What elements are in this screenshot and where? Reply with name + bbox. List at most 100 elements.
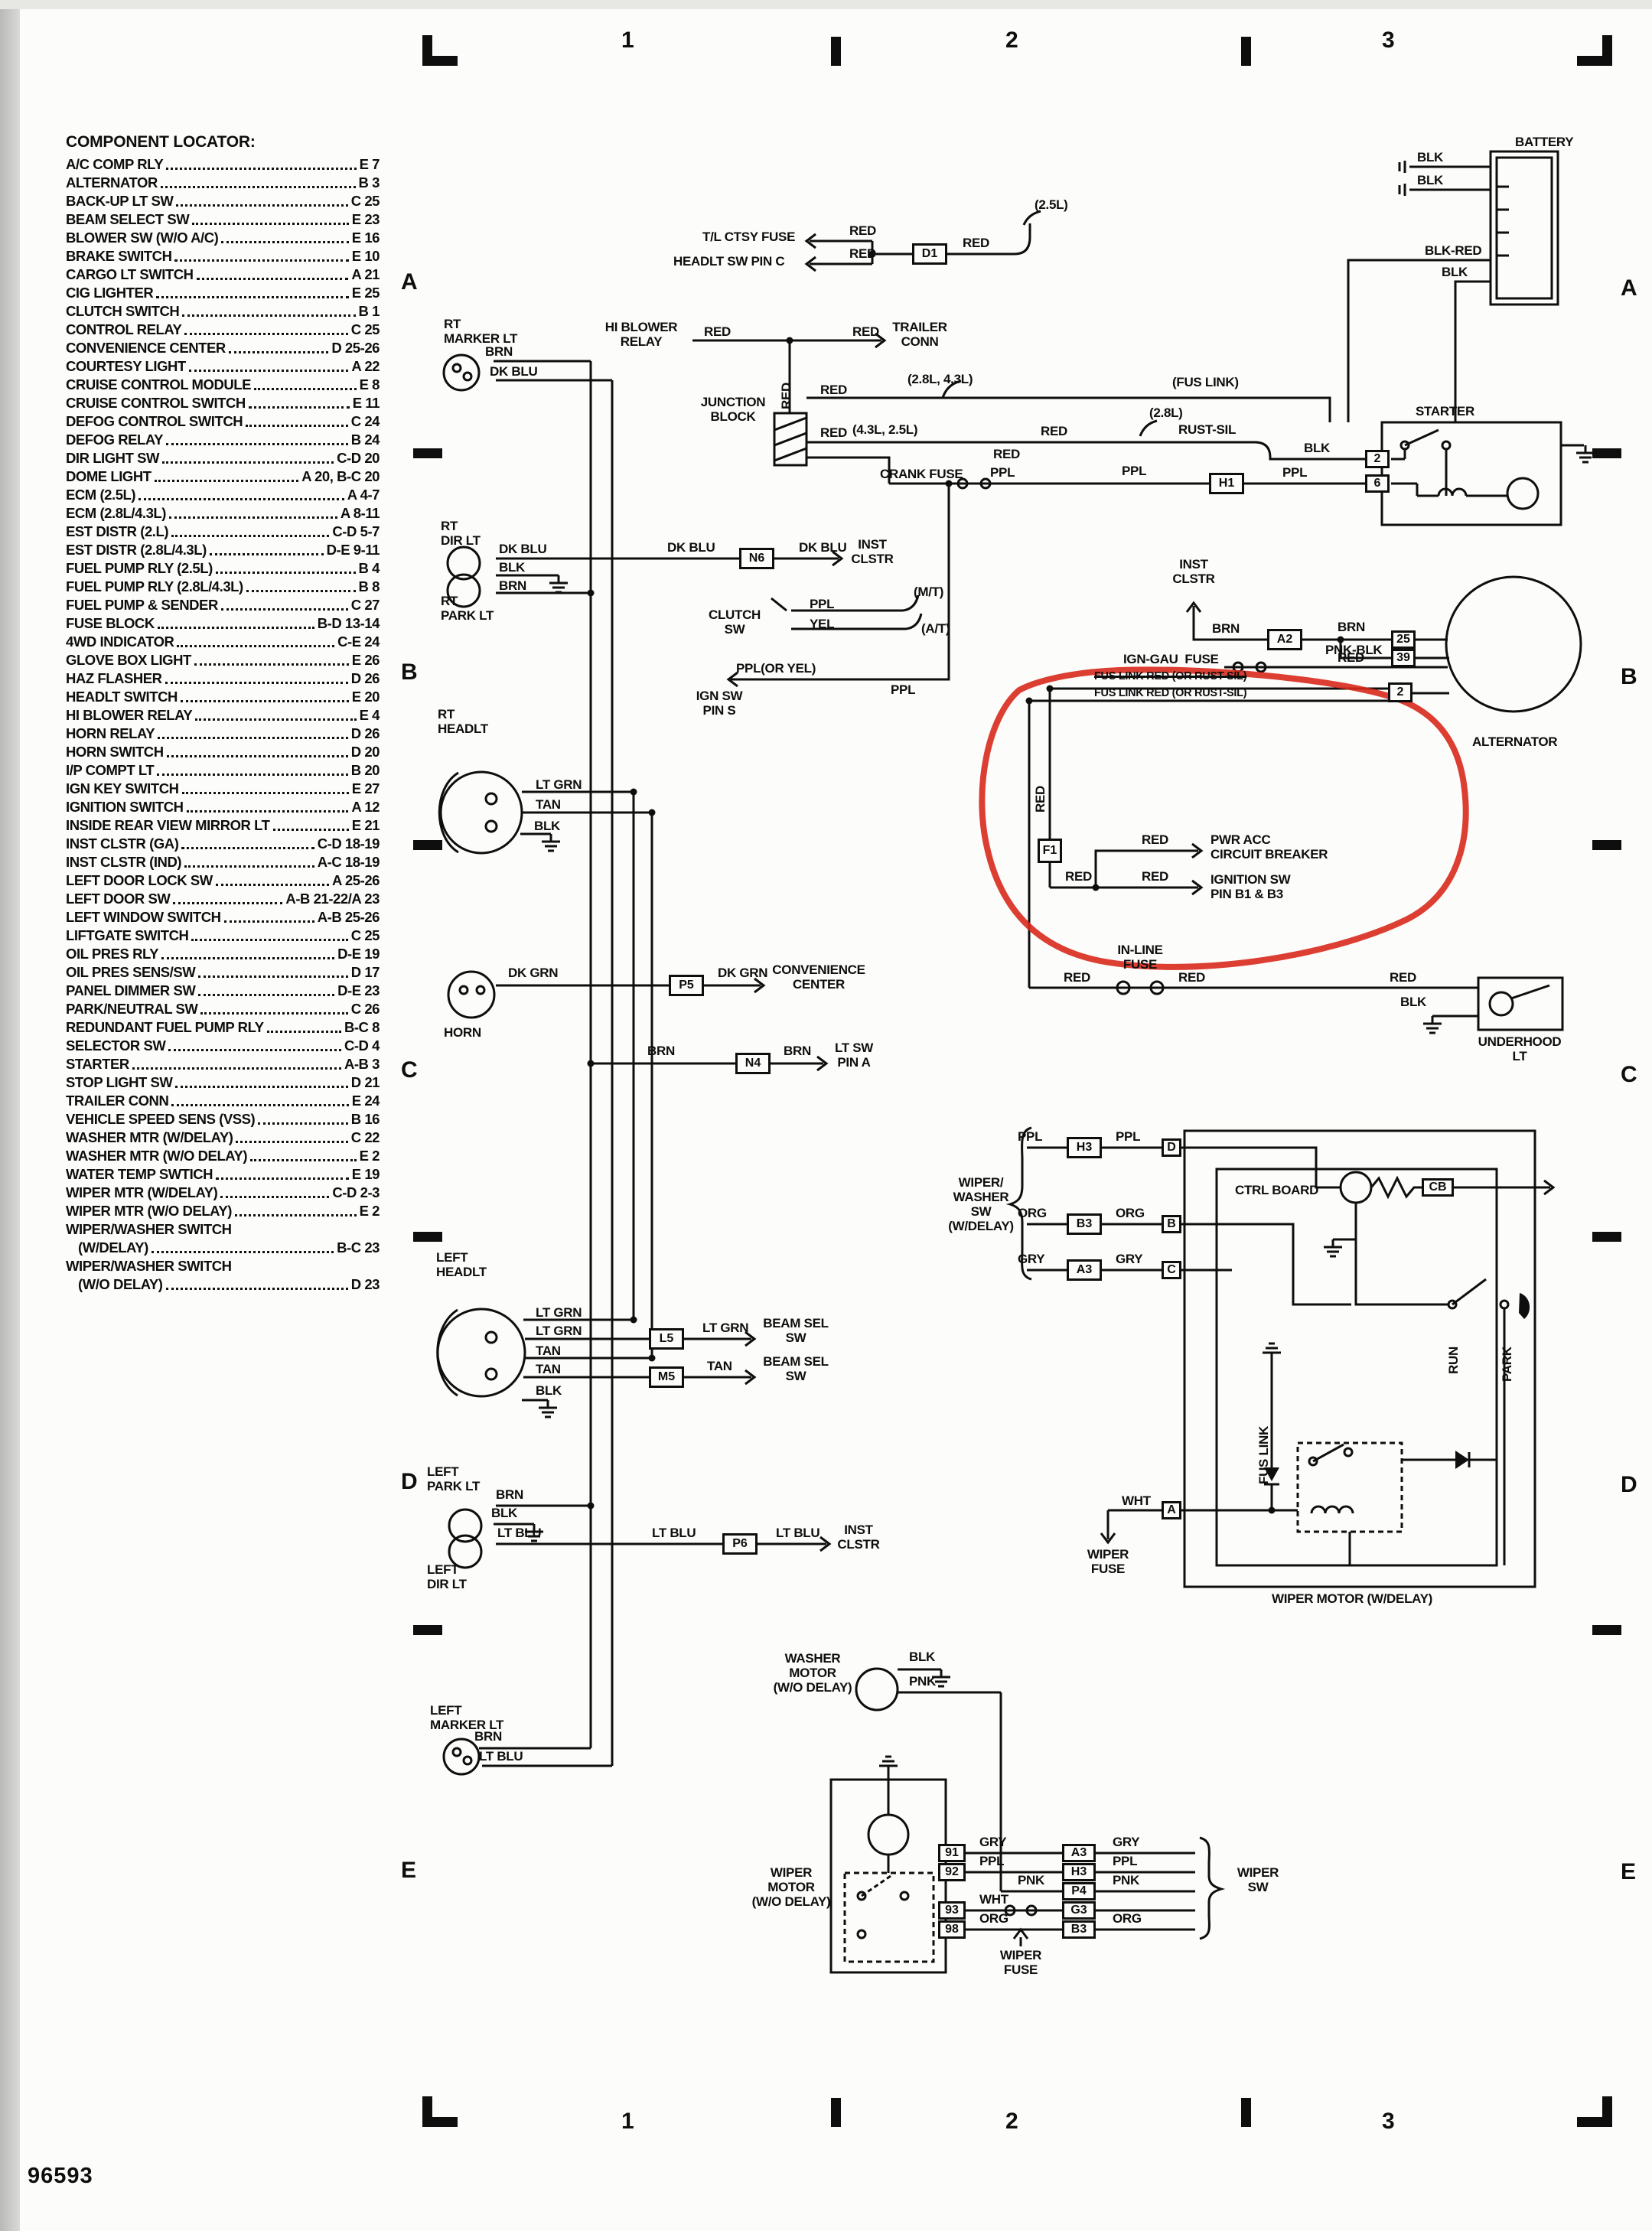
underhood-lamp-box <box>1477 976 1564 1031</box>
wire-label: PARK <box>1500 1347 1514 1382</box>
wire-label: GRY <box>979 1835 1007 1849</box>
wire-label: RED <box>849 246 876 261</box>
connector-p5: P5 <box>669 975 704 996</box>
wiper-fuse-symbol <box>1004 1904 1016 1917</box>
wire-label: RED <box>1064 970 1090 985</box>
grid-col-3-top: 3 <box>1382 28 1395 53</box>
wire-label: PPL <box>891 682 916 697</box>
connector-b3: B3 <box>1067 1213 1102 1235</box>
connector-h1: H1 <box>1209 473 1244 494</box>
wire-label: BLK <box>909 1650 936 1664</box>
wire-label: RED <box>820 383 847 397</box>
wire-label: PNK <box>909 1674 936 1689</box>
wire-label: LT BLU <box>652 1526 696 1540</box>
wiper-motor-delay-box <box>1183 1129 1536 1588</box>
wire-label: PPL <box>1122 464 1147 478</box>
starter-symbol <box>1380 421 1562 526</box>
wire-label: RED <box>779 383 793 409</box>
lt-sw-pin-a-label: LT SW PIN A <box>834 1041 874 1070</box>
grid-row-a-right: A <box>1621 275 1637 301</box>
grid-row-b-right: B <box>1621 664 1637 689</box>
rt-headlt-label: RT HEADLT <box>438 707 488 737</box>
junction-dots <box>587 250 1344 1514</box>
junction-block-symbol <box>773 412 808 467</box>
wire-label: DK BLU <box>667 540 715 555</box>
connector-a: A <box>1162 1501 1181 1519</box>
locator-item: FUEL PUMP RLY (2.5L)B 4 <box>66 560 380 576</box>
wire-label: (A/T) <box>921 621 950 636</box>
scan-edge <box>0 0 1652 9</box>
wire-label: (M/T) <box>914 585 944 599</box>
connector-6: 6 <box>1365 474 1390 493</box>
arrow-marks <box>726 233 1556 1940</box>
hi-blower-relay-label: HI BLOWER RELAY <box>604 320 678 350</box>
wire-label: (4.3L, 2.5L) <box>852 422 918 437</box>
locator-item: (W/O DELAY)D 23 <box>78 1276 380 1292</box>
wire-label: BRN <box>485 344 513 359</box>
grid-row-b-left: B <box>401 660 418 685</box>
wire-label: RED <box>963 236 989 250</box>
locator-item: WIPER MTR (W/O DELAY)E 2 <box>66 1203 380 1219</box>
wire-label: PPL <box>990 465 1015 480</box>
wire-label: WHT <box>979 1892 1008 1907</box>
wire-label: BLK <box>1304 441 1331 455</box>
left-park-lamp-symbol <box>448 1508 483 1543</box>
wire-label: TAN <box>707 1359 732 1373</box>
wire-label: BLK <box>1400 995 1427 1009</box>
grid-col-3-bottom: 3 <box>1382 2109 1395 2134</box>
wire-label: WHT <box>1122 1493 1151 1508</box>
wire-label: T/L CTSY FUSE <box>702 230 796 244</box>
connector-h3: H3 <box>1067 1137 1102 1158</box>
clutch-sw-label: CLUTCH SW <box>708 607 761 637</box>
wire-label: DK BLU <box>499 542 547 556</box>
grid-row-e-right: E <box>1621 1859 1637 1884</box>
connector-a3: A3 <box>1062 1844 1096 1862</box>
wire-label: DK GRN <box>508 966 559 980</box>
wire-label: ORG <box>1113 1911 1142 1926</box>
grid-row-c-right: C <box>1621 1062 1637 1087</box>
wires <box>479 161 1584 1946</box>
underhood-lt-label: UNDERHOOD LT <box>1478 1034 1562 1064</box>
left-marker-lamp-symbol <box>442 1738 481 1776</box>
component-symbols <box>436 150 1582 1974</box>
wire-label: ORG <box>979 1911 1008 1926</box>
brace-wiper-washer-sw <box>1005 1126 1032 1281</box>
wire-label: RED <box>993 447 1020 461</box>
rt-marker-lamp-symbol <box>442 353 481 392</box>
wire-label: DK BLU <box>799 540 847 555</box>
wire-label: RED <box>1178 970 1205 985</box>
connector-b3: B3 <box>1062 1920 1096 1939</box>
in-line-fuse-symbol <box>1116 980 1131 995</box>
wire-label: LT GRN <box>536 1324 582 1338</box>
wiper-motor-label: WIPER MOTOR (W/O DELAY) <box>751 1865 831 1910</box>
locator-item: FUEL PUMP RLY (2.8L/4.3L)B 8 <box>66 578 380 594</box>
connector-n6: N6 <box>739 548 774 569</box>
grid-row-e-left: E <box>401 1858 417 1883</box>
beam-sel-sw-label: BEAM SEL SW <box>763 1354 829 1384</box>
left-marker-lt-label: LEFT MARKER LT <box>430 1703 504 1733</box>
crank-fuse-symbol <box>956 477 969 490</box>
wire-label: BLK <box>536 1383 562 1398</box>
connector-c: C <box>1162 1261 1181 1279</box>
left-park-lt-label: LEFT PARK LT <box>427 1464 481 1494</box>
wire-label: RED <box>1390 970 1416 985</box>
wire-label: BLK <box>499 560 526 575</box>
locator-item: INST CLSTR (IND)A-C 18-19 <box>66 854 380 870</box>
harness-hooks <box>902 210 1158 630</box>
wire-label: DK GRN <box>718 966 768 980</box>
